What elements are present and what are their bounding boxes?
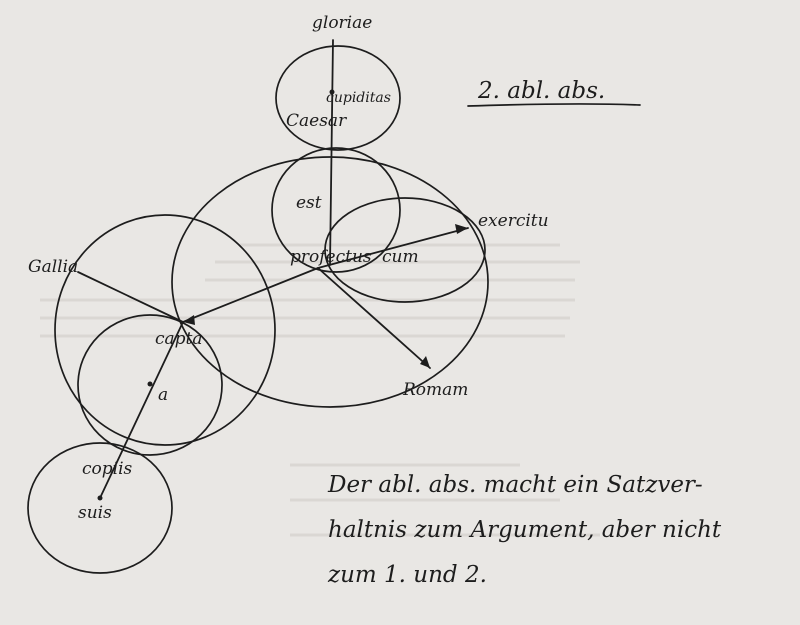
label-exercitu: exercitu <box>478 211 549 231</box>
edge-profectus-capta <box>182 267 319 323</box>
circle-est <box>271 147 401 273</box>
label-gallia: Gallia <box>28 257 78 277</box>
label-gloriae: gloriae <box>312 13 372 33</box>
label-profectus: profectus <box>290 247 372 267</box>
node-dot-a <box>147 381 153 387</box>
edge-profectus-exercitu <box>317 227 469 269</box>
circle-profectus-large <box>171 156 489 408</box>
node-dot-suis <box>97 495 103 501</box>
arrowhead-exercitu <box>455 224 468 234</box>
label-est: est <box>296 193 322 213</box>
circle-gloriae-caesar <box>275 45 401 151</box>
label-group: gloriae cupiditas Caesar est profectus c… <box>28 13 549 523</box>
arrowhead-group <box>97 89 468 501</box>
node-dot-cupiditas <box>329 89 335 95</box>
heading: 2. abl. abs. <box>477 78 605 104</box>
explanatory-note: Der abl. abs. macht ein Satzver- haltnis… <box>327 472 722 588</box>
edge-profectus-romam <box>317 267 431 369</box>
label-suis: suis <box>78 503 112 523</box>
circle-group <box>27 45 641 574</box>
note-line-2: haltnis zum Argument, aber nicht <box>328 517 722 543</box>
circle-cum-exercitu <box>324 197 486 303</box>
edge-group <box>77 39 469 499</box>
note-line-1: Der abl. abs. macht ein Satzver- <box>327 472 703 498</box>
label-capta: capta <box>155 329 203 349</box>
circle-gallia-capta <box>54 214 276 446</box>
label-copiis: copiis <box>82 459 133 479</box>
circle-capta-a <box>77 314 223 456</box>
arrowhead-romam <box>420 356 430 368</box>
note-line-3: zum 1. und 2. <box>327 562 487 588</box>
label-cum: cum <box>382 247 419 267</box>
label-romam: Romam <box>402 380 468 400</box>
edge-capta-copiis <box>99 321 184 499</box>
label-cupiditas: cupiditas <box>326 90 391 106</box>
edge-gallia-capta <box>77 271 184 323</box>
arrowhead-capta <box>183 315 195 325</box>
edge-gloriae-profectus <box>329 39 334 266</box>
circle-copiis-suis <box>27 442 173 574</box>
label-caesar: Caesar <box>286 111 347 131</box>
heading-underline <box>467 103 641 107</box>
label-a: a <box>158 385 168 405</box>
